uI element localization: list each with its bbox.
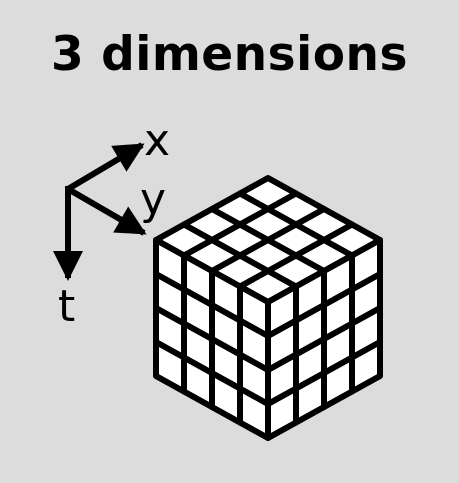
axes-group: x y t xyxy=(53,115,170,332)
cube-grid-lines xyxy=(153,190,383,426)
y-axis-label: y xyxy=(140,174,166,225)
x-axis-arrow xyxy=(66,142,145,192)
top-face-grid-line xyxy=(237,221,355,290)
x-axis-label: x xyxy=(144,115,170,166)
right-face-grid-line xyxy=(265,339,383,407)
diagram-title: 3 dimensions xyxy=(51,27,408,82)
y-axis-arrow xyxy=(66,186,147,236)
left-face-grid-line xyxy=(153,339,271,407)
t-axis-label: t xyxy=(58,281,75,332)
left-face-grid-line xyxy=(153,305,271,373)
top-face-grid-line xyxy=(209,206,327,274)
right-face-grid-line xyxy=(265,305,383,373)
top-face-grid-line xyxy=(181,221,299,290)
grid-cube xyxy=(153,175,383,441)
